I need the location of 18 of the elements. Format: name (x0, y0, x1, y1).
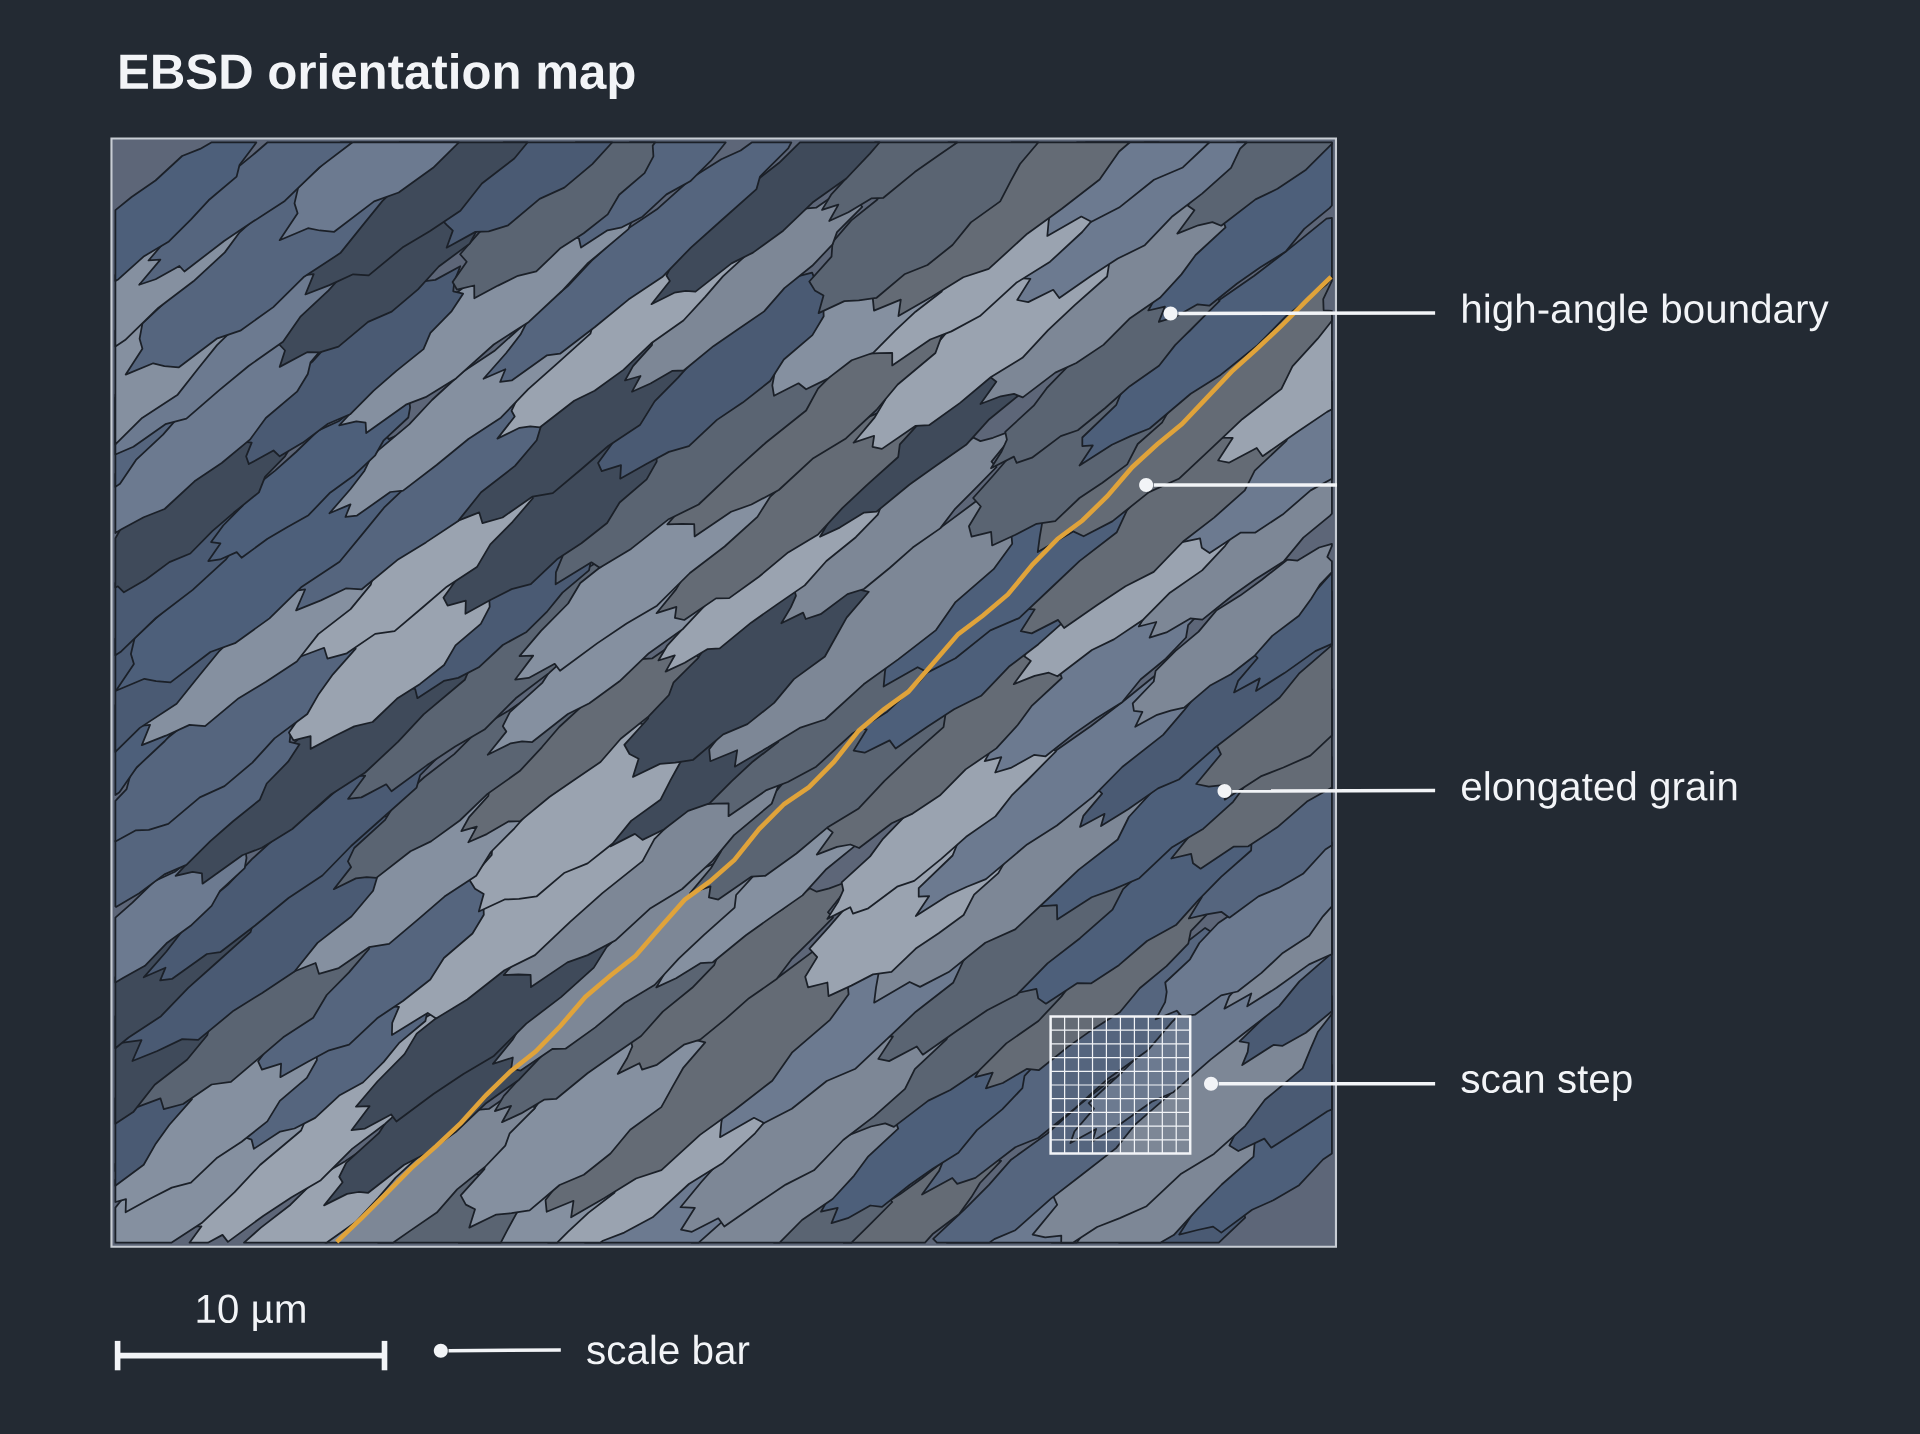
leader-dot (1139, 478, 1154, 492)
leader-dot (1217, 784, 1232, 799)
leader-line (1153, 483, 1338, 487)
scale-bar: 10 µm (114, 1294, 388, 1371)
leader-dot (1163, 306, 1178, 321)
leader-line (1178, 311, 1436, 316)
leader-dot (1204, 1076, 1218, 1091)
callout-label: elongated grain (1462, 771, 1737, 809)
callout-label: scale bar (587, 1334, 750, 1365)
leader-line (1218, 1082, 1436, 1086)
title: EBSD orientation map (120, 53, 635, 99)
callout-label: high-angle boundary (1463, 293, 1829, 332)
scan-grid (1049, 1015, 1192, 1155)
callout-label: scan step (1461, 1066, 1632, 1102)
leader-line (1232, 788, 1436, 793)
leader-dot (433, 1343, 448, 1358)
orientation-map-drawing (110, 137, 1338, 1248)
leader-line (448, 1348, 561, 1353)
